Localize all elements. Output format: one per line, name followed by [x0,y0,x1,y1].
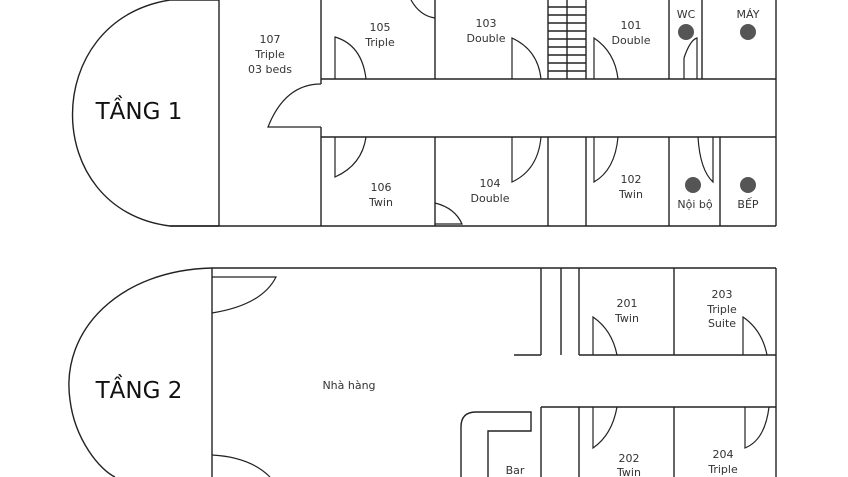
bar-label: Bar [506,464,525,477]
restaurant-label: Nhà hàng [322,379,375,392]
room-202-number: 202 [619,452,640,465]
room-101-type: Double [612,34,651,47]
room-103-number: 103 [476,17,497,30]
door-105 [334,36,367,80]
bep-label: BẾP [737,197,758,211]
room-104-type: Double [471,192,510,205]
room-203-suite: Suite [708,317,736,330]
bep-fixture-icon [740,177,756,193]
door-105b [410,0,436,19]
floor-1: TẦNG 1 107 Triple 03 beds 105 Triple 103… [71,0,777,227]
room-204-type: Triple [707,463,738,476]
door-204 [744,406,770,449]
room-107-beds: 03 beds [248,63,292,76]
floor-1-bow [71,0,219,227]
may-fixture-icon [740,24,756,40]
door-102 [593,136,619,184]
door-104b [434,202,463,225]
door-104a [511,136,542,183]
room-107-type: Triple [254,48,285,61]
room-107-number: 107 [260,33,281,46]
door-201 [592,315,618,356]
door-203 [742,315,768,356]
room-102-number: 102 [621,173,642,186]
wc-label: WC [677,8,696,21]
door-106 [334,136,367,178]
may-label: MÁY [737,8,760,21]
room-202-type: Twin [616,466,641,477]
door-restaurant-top [211,276,277,314]
room-103-type: Double [467,32,506,45]
room-104-number: 104 [480,177,501,190]
door-107 [267,83,322,128]
noibo-label: Nội bộ [677,198,712,211]
room-203-number: 203 [712,288,733,301]
door-101 [593,36,619,80]
wc-fixture-icon [678,24,694,40]
staircase [548,0,586,79]
floor-2-bow [68,267,213,477]
room-105-type: Triple [364,36,395,49]
room-105-number: 105 [370,21,391,34]
room-203-type: Triple [706,303,737,316]
room-101-number: 101 [621,19,642,32]
floor-2-title: TẦNG 2 [95,374,183,404]
room-204-number: 204 [713,448,734,461]
room-102-type: Twin [618,188,643,201]
room-201-type: Twin [614,312,639,325]
room-106-number: 106 [371,181,392,194]
door-103 [511,37,542,80]
door-wc [683,37,698,79]
room-106-type: Twin [368,196,393,209]
room-201-number: 201 [617,297,638,310]
noibo-fixture-icon [685,177,701,193]
door-noibo [697,136,714,184]
floor-2: TẦNG 2 Nhà hàng Bar 201 Twin 203 Triple … [68,267,777,477]
door-202 [592,406,618,450]
floor-1-title: TẦNG 1 [95,95,183,125]
door-restaurant-bottom [211,454,271,477]
bar-counter [460,411,532,477]
